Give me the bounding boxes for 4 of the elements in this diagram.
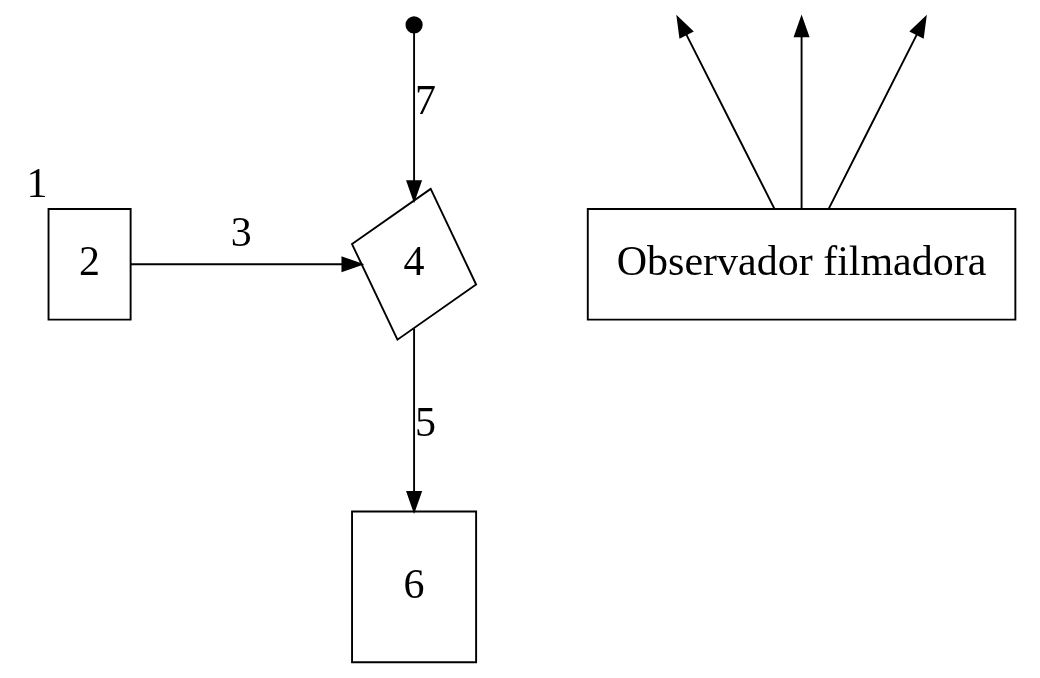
edge-label: 7	[414, 76, 436, 123]
node-label: 1	[26, 159, 48, 206]
edge-label: 3	[230, 209, 252, 256]
edge-label: 5	[414, 399, 436, 446]
